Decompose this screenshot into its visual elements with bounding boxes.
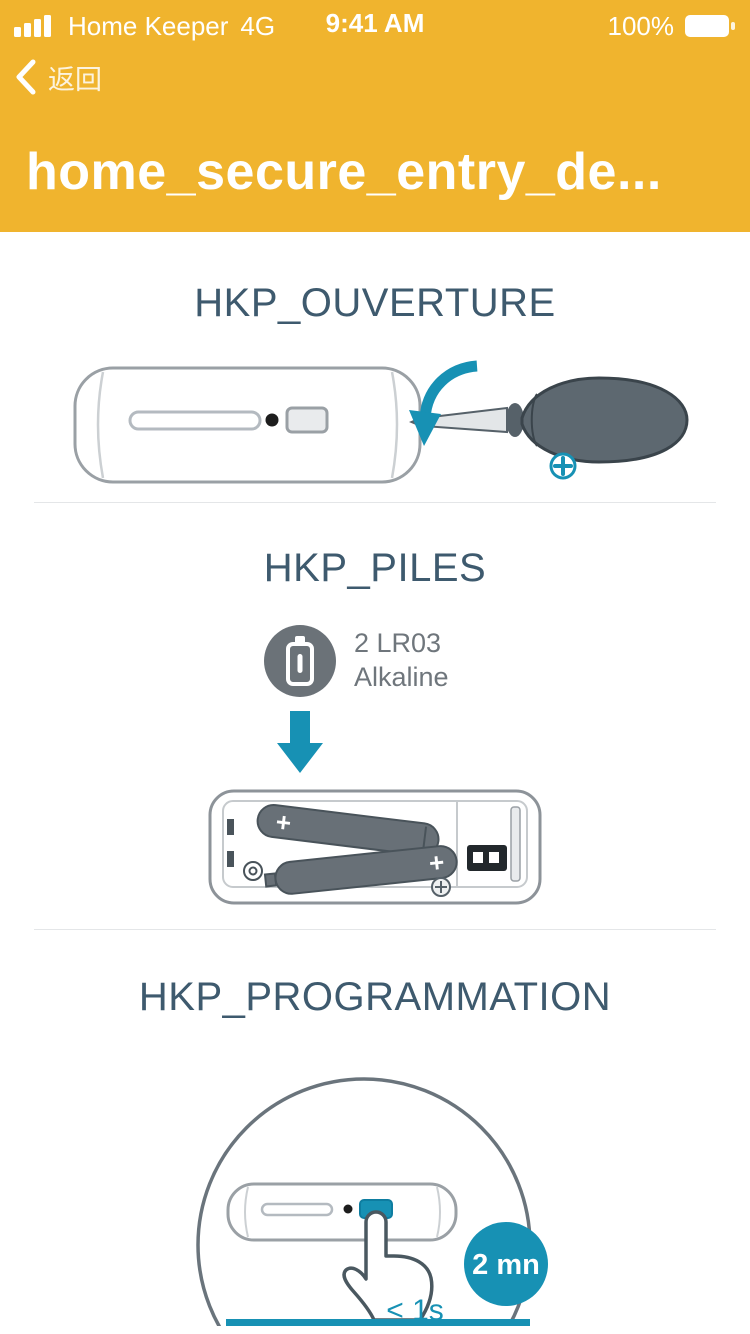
screwdriver-icon xyxy=(409,376,689,464)
clock-label: 9:41 AM xyxy=(325,8,425,38)
battery-spec-text: 2 LR03 Alkaline xyxy=(354,627,449,695)
programming-illustration: 2 mn < 1s xyxy=(196,1077,548,1326)
device-button xyxy=(285,406,329,434)
battery-chemistry-label: Alkaline xyxy=(354,662,449,692)
battery-badge-icon xyxy=(264,625,336,697)
timeline-bar xyxy=(226,1319,530,1326)
duration-badge: 2 mn xyxy=(464,1222,548,1306)
nav-bar: 返回 xyxy=(0,58,750,96)
battery-spring xyxy=(243,861,263,881)
device-led xyxy=(265,413,279,427)
battery-icon xyxy=(685,15,735,37)
battery-percent-label: 100% xyxy=(607,10,675,41)
section-heading-ouverture: HKP_OUVERTURE xyxy=(194,281,556,325)
screw-icon xyxy=(431,877,451,897)
divider xyxy=(34,929,716,930)
page-title: home_secure_entry_de... xyxy=(26,143,662,201)
section-piles: HKP_PILES 2 LR03 Alkaline xyxy=(0,545,750,915)
battery-cell-b: + xyxy=(263,845,458,895)
device-body xyxy=(226,1182,458,1242)
arrow-down-icon xyxy=(277,711,323,773)
carrier-label: Home Keeper xyxy=(68,10,229,41)
battery-spec-row: 2 LR03 Alkaline xyxy=(264,625,750,697)
connector-block xyxy=(467,845,507,871)
polarity-plus-label: + xyxy=(274,806,293,838)
phillips-screw-icon xyxy=(549,452,577,480)
signal-strength-icon xyxy=(14,15,51,37)
battery-type-label: 2 LR03 xyxy=(354,628,442,659)
section-heading-programmation: HKP_PROGRAMMATION xyxy=(138,975,612,1019)
app-header: Home Keeper 4G 9:41 AM 100% 返回 home_secu… xyxy=(0,0,750,232)
back-button[interactable]: 返回 xyxy=(14,58,102,97)
hand-press-icon xyxy=(342,1210,434,1322)
divider xyxy=(34,502,716,503)
status-right-group: 100% xyxy=(608,11,737,42)
status-left-group: Home Keeper 4G xyxy=(14,11,275,42)
battery-cell-a: + xyxy=(256,804,440,857)
section-heading-piles: HKP_PILES xyxy=(263,546,487,590)
rotate-arrow-icon xyxy=(409,360,478,446)
device-opening-illustration xyxy=(73,360,689,484)
battery-compartment-illustration: + + xyxy=(208,789,542,905)
chevron-left-icon xyxy=(16,59,36,95)
device-led xyxy=(343,1204,353,1214)
status-bar: Home Keeper 4G 9:41 AM 100% xyxy=(0,0,750,44)
device-body xyxy=(73,366,422,484)
polarity-plus-label: + xyxy=(428,847,446,878)
section-programmation: HKP_PROGRAMMATION 2 mn xyxy=(0,974,750,1326)
duration-badge-label: 2 mn xyxy=(472,1249,540,1281)
section-ouverture: HKP_OUVERTURE xyxy=(0,280,750,498)
network-type-label: 4G xyxy=(240,10,276,41)
back-label: 返回 xyxy=(48,64,102,95)
document-content: HKP_OUVERTURE xyxy=(0,280,750,1326)
